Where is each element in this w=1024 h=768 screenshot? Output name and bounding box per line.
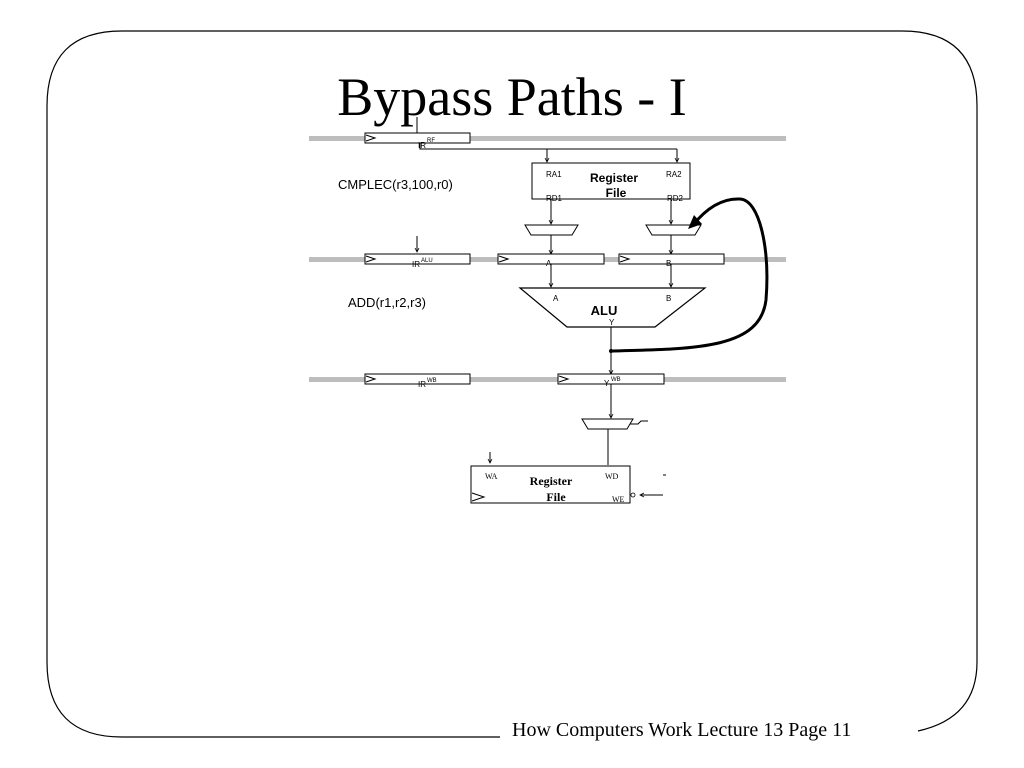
writeback-mux-select	[630, 420, 648, 425]
rf-read-label-1: Register	[590, 171, 638, 185]
ir-alu-sup: ALU	[421, 258, 433, 264]
ra-address-wires	[419, 143, 678, 162]
slide-frame	[46, 30, 978, 738]
alu: ALU A B Y	[518, 287, 707, 328]
slide-footer: How Computers Work Lecture 13 Page 11	[512, 719, 852, 741]
rf-rd1-label: RD1	[546, 194, 563, 203]
b-register-label: B	[666, 259, 671, 268]
rf-read-label-2: File	[606, 186, 627, 200]
a-register-label: A	[546, 259, 552, 268]
instruction-rf-stage: CMPLEC(r3,100,r0)	[338, 177, 453, 192]
register-file-read: Register File RA1 RA2 RD1 RD2	[531, 162, 691, 203]
stage-bar-wb	[309, 377, 786, 382]
y-wb-sup: WB	[611, 377, 621, 383]
bypass-mux-b	[645, 224, 702, 236]
writeback-mux	[581, 418, 634, 430]
rd2-arrowhead	[668, 219, 674, 225]
ra1-arrowhead	[544, 157, 550, 163]
ir-rf-sup: RF	[427, 138, 435, 144]
b-alu-arrowhead	[668, 282, 674, 288]
ir-alu-register: IR ALU	[364, 236, 471, 269]
ywb-mux-arrowhead	[608, 413, 614, 419]
a-alu-arrowhead	[548, 282, 554, 288]
ir-rf-register: IR RF	[364, 117, 471, 150]
ir-wb-base: IR	[418, 380, 426, 389]
rf-we-label: WE	[612, 495, 625, 504]
wa-arrowhead	[487, 458, 493, 464]
rf-ra2-label: RA2	[666, 170, 682, 179]
rd1-arrowhead	[548, 219, 554, 225]
rf-rd2-label: RD2	[667, 194, 684, 203]
y-wb-base: Y	[604, 379, 610, 388]
ra2-arrowhead	[674, 157, 680, 163]
ir-wb-sup: WB	[427, 378, 437, 384]
bypass-path	[610, 197, 769, 353]
register-file-write: Register File WA WD WE	[470, 465, 636, 504]
rf-ra1-label: RA1	[546, 170, 562, 179]
rf-write-label-2: File	[546, 490, 566, 504]
ir-alu-base: IR	[412, 260, 420, 269]
alu-out-y: Y	[609, 318, 615, 327]
bypass-mux-a	[524, 224, 579, 236]
instruction-alu-stage: ADD(r1,r2,r3)	[348, 295, 427, 310]
alu-in-a: A	[553, 294, 559, 303]
we-arrowhead	[639, 492, 645, 498]
rf-wa-label: WA	[485, 472, 498, 481]
alu-in-b: B	[666, 294, 671, 303]
bypass-junction	[609, 349, 613, 353]
stage-bar-rf	[309, 136, 786, 141]
ir-rf-base: IR	[418, 141, 426, 150]
rf-wd-label: WD	[605, 472, 619, 481]
ir-wb-register: IR WB	[364, 373, 471, 389]
rf-write-label-1: Register	[530, 474, 573, 488]
bypass-arrowhead	[688, 215, 702, 229]
slide-title: Bypass Paths - I	[337, 67, 687, 127]
alu-label: ALU	[591, 303, 618, 318]
